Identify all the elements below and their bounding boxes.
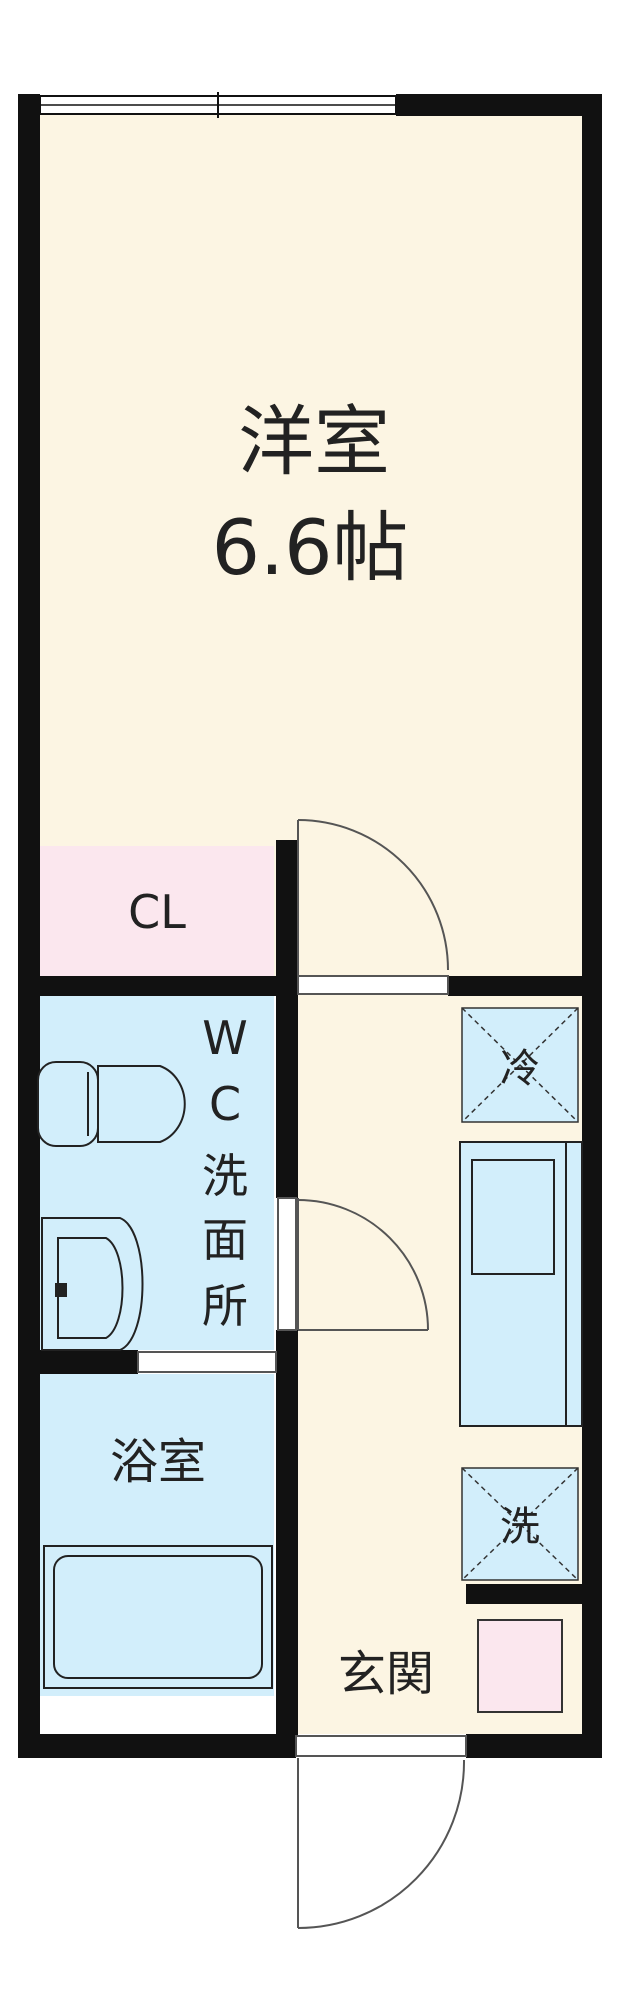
wall-top-right bbox=[396, 94, 602, 116]
wall-middle-right bbox=[448, 976, 602, 996]
toilet-fixture bbox=[37, 1061, 186, 1147]
door-western-room bbox=[297, 819, 449, 995]
closet-label: CL bbox=[128, 885, 186, 939]
western-room-area bbox=[38, 110, 582, 976]
door-bathroom-opening bbox=[137, 1351, 277, 1373]
western-room-name: 洋室 bbox=[238, 397, 390, 486]
wall-wet-area-right-lower bbox=[276, 1330, 298, 1750]
wall-right bbox=[582, 94, 602, 1758]
door-toilet-washroom bbox=[277, 1197, 429, 1331]
door-entrance bbox=[295, 1735, 467, 1929]
fridge-space bbox=[461, 1007, 579, 1123]
toilet-washroom-char-3: 洗 bbox=[202, 1149, 248, 1203]
wall-bottom-right bbox=[466, 1734, 602, 1758]
wall-wet-area-right-upper bbox=[276, 976, 298, 1198]
wall-left bbox=[18, 94, 40, 1758]
shoe-box bbox=[477, 1619, 563, 1713]
window-top bbox=[39, 92, 397, 118]
western-room-size: 6.6帖 bbox=[212, 503, 409, 592]
toilet-washroom-char-2: C bbox=[209, 1077, 241, 1131]
toilet-washroom-char-4: 面 bbox=[202, 1213, 248, 1267]
wall-bottom-left bbox=[18, 1734, 296, 1758]
entrance-label: 玄関 bbox=[338, 1646, 434, 1702]
fridge-label: 冷 bbox=[500, 1046, 540, 1092]
washer-space bbox=[461, 1467, 579, 1581]
walls bbox=[18, 94, 602, 1758]
kitchen-counter bbox=[459, 1141, 583, 1427]
washer-label: 洗 bbox=[500, 1504, 540, 1550]
wall-middle-left bbox=[18, 976, 298, 996]
toilet-washroom-char-5: 所 bbox=[202, 1279, 248, 1333]
wall-closet-right bbox=[276, 840, 298, 976]
washbasin-fixture bbox=[41, 1217, 144, 1351]
wall-washer-bottom bbox=[466, 1584, 602, 1604]
toilet-washroom-char-1: W bbox=[202, 1011, 247, 1065]
bathroom-label: 浴室 bbox=[110, 1434, 206, 1490]
closet-area bbox=[38, 846, 274, 976]
wall-toilet-bath-divider bbox=[18, 1350, 138, 1374]
bathtub-fixture bbox=[43, 1545, 273, 1689]
